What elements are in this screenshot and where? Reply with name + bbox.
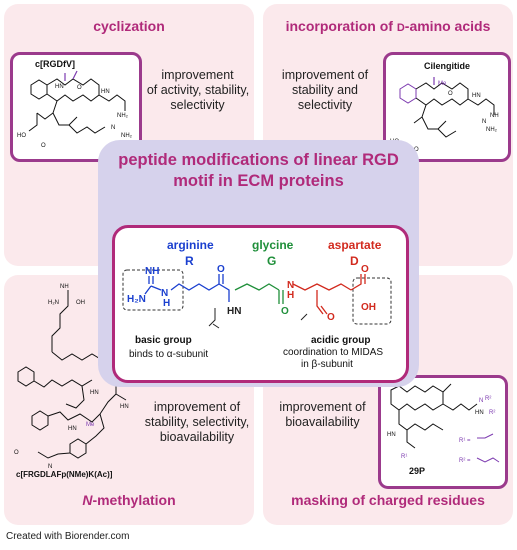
text-n-methylation-l2: stability, selectivity, xyxy=(144,415,250,429)
residue-glycine-letter: G xyxy=(267,254,277,268)
svg-text:O: O xyxy=(77,85,82,91)
text-masking-l1: improvement of xyxy=(279,400,366,414)
svg-text:OH: OH xyxy=(76,300,85,306)
svg-text:O: O xyxy=(448,91,453,97)
text-n-methylation: improvement of stability, selectivity, b… xyxy=(142,400,252,445)
residue-arginine-letter: R xyxy=(185,254,194,268)
center-title: peptide modifications of linear RGD moti… xyxy=(98,150,419,192)
svg-text:HN: HN xyxy=(68,426,77,432)
svg-text:R¹: R¹ xyxy=(401,454,407,460)
svg-text:Me: Me xyxy=(86,422,95,428)
title-masking: masking of charged residues xyxy=(291,492,485,508)
acidic-group-title: acidic group xyxy=(311,335,371,346)
title-n-suffix: -methylation xyxy=(92,492,176,508)
svg-text:O: O xyxy=(414,147,419,153)
title-cyclization: cyclization xyxy=(93,18,165,34)
svg-text:HN: HN xyxy=(227,306,241,317)
svg-text:O: O xyxy=(361,264,369,275)
svg-text:HN: HN xyxy=(472,93,481,99)
text-n-methylation-l1: improvement of xyxy=(153,400,241,414)
title-d-amino-acids: incorporation of D-amino acids xyxy=(263,18,513,34)
svg-text:HN: HN xyxy=(475,410,484,416)
basic-group-desc: binds to α-subunit xyxy=(129,349,209,360)
molecule-label-cilengitide: Cilengitide xyxy=(424,61,471,71)
svg-text:OH: OH xyxy=(361,302,376,313)
svg-text:R¹ =: R¹ = xyxy=(459,438,471,444)
svg-text:R²: R² xyxy=(489,410,495,416)
svg-text:O: O xyxy=(14,450,19,456)
svg-text:Me: Me xyxy=(438,81,447,87)
svg-text:NH₂: NH₂ xyxy=(121,133,133,139)
basic-group-title: basic group xyxy=(135,335,192,346)
svg-text:HN: HN xyxy=(101,89,110,95)
text-cyclization-l2: of activity, stability, xyxy=(146,83,250,97)
molecule-label-rgdfv: c[RGDfV] xyxy=(35,59,75,69)
center-title-line1: peptide modifications of linear RGD xyxy=(118,151,399,169)
text-n-methylation-l3: bioavailability xyxy=(159,430,235,444)
svg-text:H₂N: H₂N xyxy=(127,294,146,305)
residue-aspartate-name: aspartate xyxy=(328,238,382,252)
svg-text:N: N xyxy=(48,464,52,470)
text-d-amino-l1: improvement of xyxy=(281,68,369,82)
rgd-structure: NH N H H₂N HN O N H O O OH O xyxy=(122,264,392,329)
center-panel: peptide modifications of linear RGD moti… xyxy=(98,140,419,387)
title-n-methylation: N-methylation xyxy=(4,492,254,508)
svg-text:NH₂: NH₂ xyxy=(117,113,129,119)
molecule-label-frgdlafp: c[FRGDLAFp(NMe)K(Ac)] xyxy=(16,470,113,479)
title-d-suffix: -amino acids xyxy=(404,18,491,34)
text-cyclization: improvement of activity, stability, sele… xyxy=(145,68,250,113)
title-d-letter: D xyxy=(396,22,405,34)
text-masking-l2: bioavailability xyxy=(285,415,360,429)
text-masking: improvement of bioavailability xyxy=(270,400,375,430)
text-cyclization-l1: improvement xyxy=(161,68,234,82)
molecule-label-29p: 29P xyxy=(409,466,426,476)
svg-text:N: N xyxy=(482,119,486,125)
svg-text:H₂N: H₂N xyxy=(48,300,59,306)
svg-text:O: O xyxy=(281,306,289,317)
svg-text:HO: HO xyxy=(17,133,26,139)
svg-text:HN: HN xyxy=(120,404,129,410)
svg-text:N: N xyxy=(287,280,294,291)
svg-text:O: O xyxy=(41,143,46,149)
footer-credit: Created with Biorender.com xyxy=(6,531,130,542)
acidic-group-desc-1: coordination to MIDAS xyxy=(283,347,384,358)
svg-text:R²: R² xyxy=(485,396,491,402)
title-d-prefix: incorporation of xyxy=(285,18,397,34)
svg-text:N: N xyxy=(111,125,115,131)
center-title-line2: motif in ECM proteins xyxy=(173,172,344,190)
svg-text:NH: NH xyxy=(490,113,499,119)
svg-text:O: O xyxy=(327,312,335,323)
residue-arginine-name: arginine xyxy=(167,238,214,252)
text-d-amino-l2: stability and xyxy=(291,83,358,97)
svg-text:HN: HN xyxy=(90,390,99,396)
rgd-motif-panel: arginine R glycine G aspartate D xyxy=(112,225,409,383)
svg-text:O: O xyxy=(217,264,225,275)
svg-text:N: N xyxy=(161,288,168,299)
svg-text:NH: NH xyxy=(60,284,69,290)
title-n-italic: N xyxy=(82,492,93,508)
text-d-amino-l3: selectivity xyxy=(297,98,353,112)
residue-glycine-name: glycine xyxy=(252,238,294,252)
svg-text:HN: HN xyxy=(55,84,64,90)
svg-text:HN: HN xyxy=(387,432,396,438)
text-d-amino: improvement of stability and selectivity xyxy=(270,68,380,113)
svg-text:NH: NH xyxy=(145,266,159,277)
svg-text:R² =: R² = xyxy=(459,458,471,464)
svg-text:H: H xyxy=(287,290,294,301)
svg-text:H: H xyxy=(163,298,170,309)
svg-text:N: N xyxy=(479,398,483,404)
text-cyclization-l3: selectivity xyxy=(170,98,225,112)
svg-text:NH₂: NH₂ xyxy=(486,127,498,133)
residue-aspartate-letter: D xyxy=(350,254,359,268)
acidic-group-desc-2: in β-subunit xyxy=(301,359,353,370)
